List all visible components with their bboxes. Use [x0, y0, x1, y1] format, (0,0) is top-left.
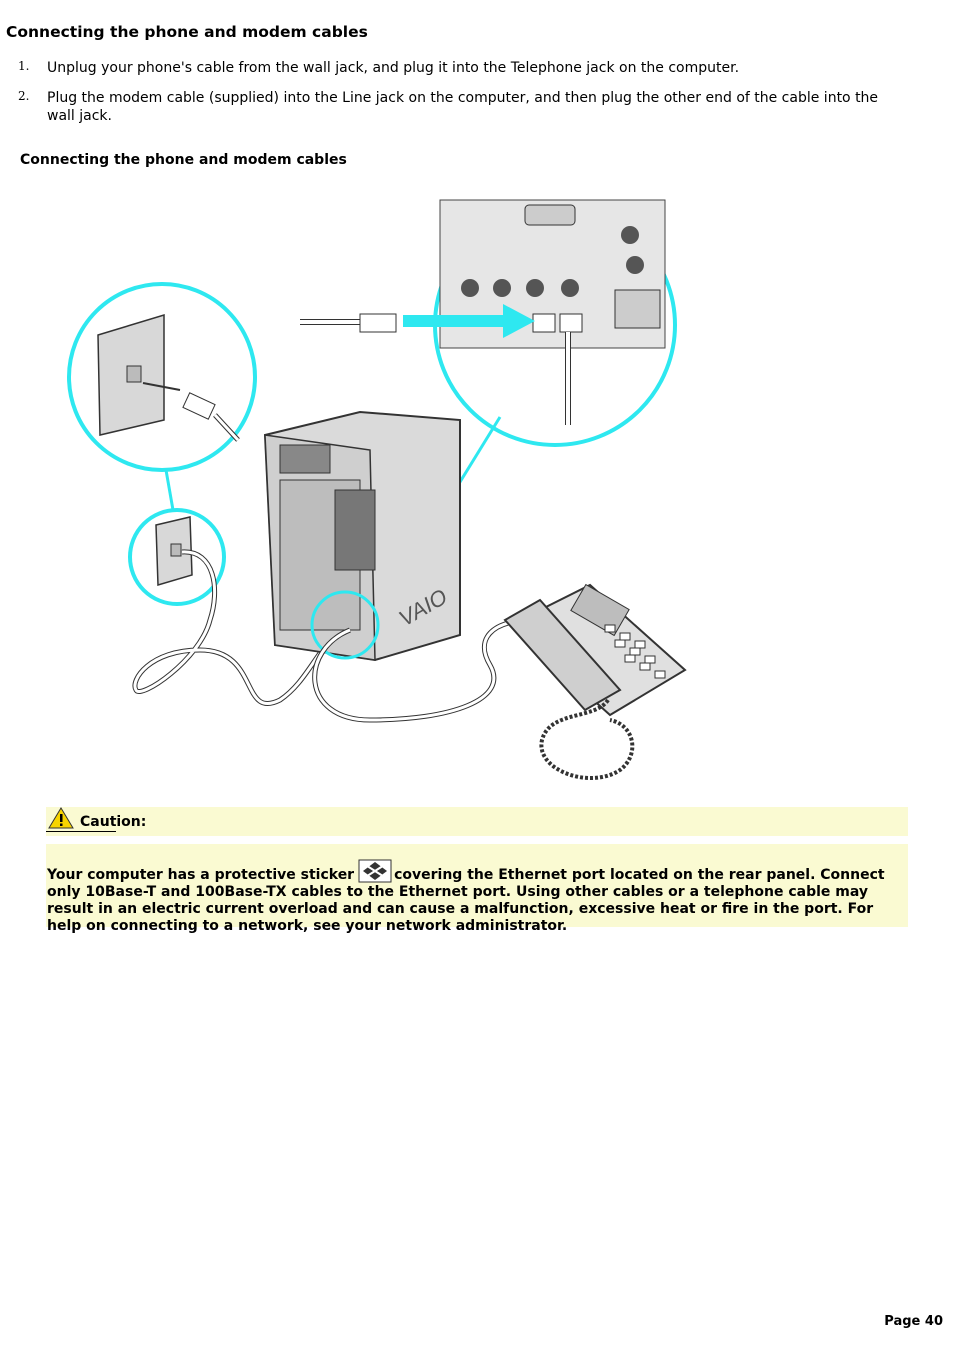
step-1-text: Unplug your phone's cable from the wall …	[47, 60, 740, 76]
caution-label: Caution:	[80, 814, 147, 830]
step-2-number: 2.	[18, 89, 30, 103]
wall-jack-zoom-callout	[67, 282, 257, 472]
pc-tower: VAIO	[263, 410, 461, 662]
caution-text: Your computer has a protective sticker c…	[47, 859, 905, 935]
caution-body: Your computer has a protective sticker c…	[46, 844, 908, 934]
caution-text-after: covering the Ethernet port located on th…	[47, 867, 885, 934]
connection-illustration: VAIO	[67, 199, 687, 780]
page-title: Connecting the phone and modem cables	[6, 23, 368, 41]
step-1-number: 1.	[18, 59, 30, 73]
wall-jack-small-callout	[128, 508, 226, 606]
page-number: Page 40	[884, 1314, 943, 1329]
ethernet-sticker-icon	[358, 859, 392, 883]
telephone	[503, 583, 687, 780]
figure-title: Connecting the phone and modem cables	[20, 152, 347, 168]
caution-text-before: Your computer has a protective sticker	[47, 867, 355, 883]
warning-triangle-icon	[48, 807, 74, 829]
caution-header: Caution:	[46, 807, 908, 836]
caution-underline	[46, 831, 116, 832]
step-2-text: Plug the modem cable (supplied) into the…	[47, 90, 879, 124]
